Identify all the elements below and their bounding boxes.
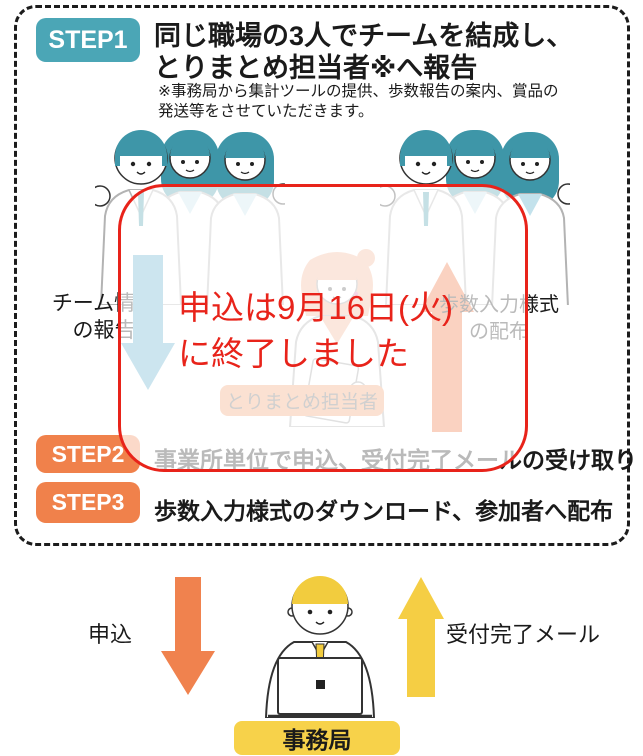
office-badge: 事務局 [234, 721, 400, 755]
step3-text: 歩数入力様式のダウンロード、参加者へ配布 [154, 498, 614, 524]
steps-panel-border [14, 5, 630, 546]
apply-arrow-icon [161, 577, 215, 695]
step1-note: ※事務局から集計ツールの提供、歩数報告の案内、賞品の 発送等をさせていただきます… [158, 82, 559, 122]
closure-notice-line1: 申込は9月16日(火) [178, 289, 454, 326]
step1-note-line2: 発送等をさせていただきます。 [158, 103, 374, 120]
closure-notice-line2: に終了しました [178, 335, 409, 372]
apply-label: 申込 [88, 622, 133, 647]
step3-badge: STEP3 [36, 482, 140, 523]
step1-title-line1: 同じ職場の3人でチームを結成し、 [154, 21, 574, 51]
office-staff-illustration [264, 576, 376, 718]
closure-notice-overlay [118, 184, 528, 472]
email-arrow-icon [398, 577, 444, 697]
step1-note-line1: ※事務局から集計ツールの提供、歩数報告の案内、賞品の [158, 83, 559, 100]
step1-title-line2: とりまとめ担当者※へ報告 [154, 53, 478, 83]
step1-badge: STEP1 [36, 18, 140, 62]
step1-title: 同じ職場の3人でチームを結成し、 とりまとめ担当者※へ報告 [154, 20, 573, 84]
email-label: 受付完了メール [446, 622, 601, 647]
closure-notice-text: 申込は9月16日(火) に終了しました [178, 285, 453, 377]
